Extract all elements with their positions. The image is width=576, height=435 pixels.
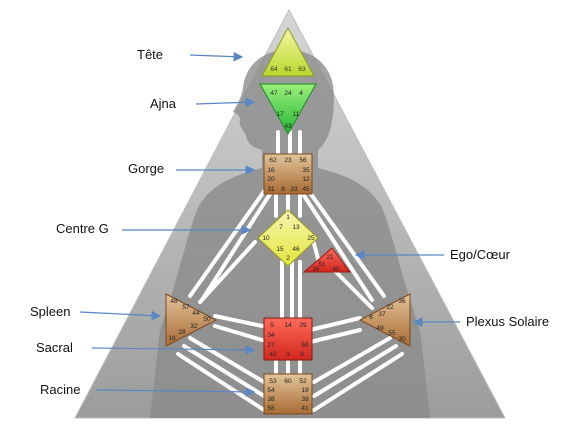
gate-53: 53 xyxy=(269,378,277,385)
ego-center: 21 51 26 40 xyxy=(302,247,351,273)
gate-56: 56 xyxy=(299,157,307,164)
gate-12: 12 xyxy=(302,176,310,183)
gate-35: 35 xyxy=(302,167,310,174)
gate-50: 50 xyxy=(203,316,211,323)
g-center: 1 7 13 10 25 15 46 2 xyxy=(257,209,319,267)
gate-33: 33 xyxy=(290,186,298,193)
arrow-spleen xyxy=(79,310,162,321)
gate-55: 55 xyxy=(388,330,396,337)
gate-6: 6 xyxy=(369,314,373,321)
gate-18: 18 xyxy=(168,335,176,342)
gate-14: 14 xyxy=(284,322,292,329)
gate-45: 45 xyxy=(302,186,310,193)
throat-center: 62 23 56 16 35 20 12 31 8 33 45 xyxy=(263,153,313,195)
head-center: 64 61 63 xyxy=(261,26,315,77)
gate-15: 15 xyxy=(276,246,284,253)
arrow-sacral xyxy=(91,345,256,355)
gate-59: 59 xyxy=(301,342,309,349)
gate-49: 49 xyxy=(376,325,384,332)
label-centre-g: Centre G xyxy=(56,221,109,236)
pointer-arrows xyxy=(79,51,460,397)
gate-8: 8 xyxy=(281,186,285,193)
arrow-racine xyxy=(95,387,256,397)
gate-5: 5 xyxy=(270,322,274,329)
gate-3: 3 xyxy=(286,351,290,358)
label-racine: Racine xyxy=(40,382,81,397)
gate-10: 10 xyxy=(262,235,270,242)
gate-40: 40 xyxy=(333,267,340,273)
channels xyxy=(176,130,404,412)
gate-46: 46 xyxy=(292,246,300,253)
gate-2: 2 xyxy=(286,255,290,262)
gate-62: 62 xyxy=(269,157,277,164)
gate-29: 29 xyxy=(299,322,307,329)
gate-43: 43 xyxy=(284,123,292,130)
gate-25: 25 xyxy=(307,235,315,242)
gate-54: 54 xyxy=(267,387,275,394)
solar-plexus-center: 36 22 6 37 49 55 30 xyxy=(358,293,411,347)
gate-31: 31 xyxy=(267,186,275,193)
gate-64: 64 xyxy=(270,66,278,73)
gate-52: 52 xyxy=(299,378,307,385)
ajna-center: 47 24 4 17 11 43 xyxy=(259,83,317,136)
gate-27: 27 xyxy=(267,342,275,349)
gate-4: 4 xyxy=(299,90,303,97)
gate-41: 41 xyxy=(301,405,309,412)
gate-51: 51 xyxy=(319,262,326,268)
gate-13: 13 xyxy=(292,224,300,231)
gate-34: 34 xyxy=(267,332,275,339)
label-spleen: Spleen xyxy=(30,304,71,319)
gate-36: 36 xyxy=(398,298,406,305)
gate-21: 21 xyxy=(327,255,334,261)
gate-61: 61 xyxy=(284,66,292,73)
sacral-center: 5 14 29 34 27 59 42 3 9 xyxy=(263,317,313,361)
gate-48: 48 xyxy=(170,298,178,305)
gate-47: 47 xyxy=(270,90,278,97)
label-ego: Ego/Cœur xyxy=(450,247,510,262)
gate-26: 26 xyxy=(313,267,320,273)
gate-7: 7 xyxy=(279,224,283,231)
gate-17: 17 xyxy=(276,111,284,118)
gate-1: 1 xyxy=(286,214,290,221)
gate-57: 57 xyxy=(182,304,190,311)
gate-19: 19 xyxy=(301,387,309,394)
gate-11: 11 xyxy=(293,111,300,118)
gate-60: 60 xyxy=(284,378,292,385)
gate-42: 42 xyxy=(269,351,277,358)
root-center: 53 60 52 54 19 38 39 58 41 xyxy=(263,373,313,415)
gate-24: 24 xyxy=(284,90,292,97)
gate-28: 28 xyxy=(178,329,186,336)
gate-38: 38 xyxy=(267,396,275,403)
label-gorge: Gorge xyxy=(128,161,165,176)
gate-63: 63 xyxy=(298,66,306,73)
label-plexus: Plexus Solaire xyxy=(466,314,550,329)
spleen-center: 48 57 44 50 32 28 18 xyxy=(165,293,218,347)
gate-39: 39 xyxy=(301,396,309,403)
gate-44: 44 xyxy=(192,310,200,317)
arrow-tete xyxy=(189,51,244,62)
label-sacral: Sacral xyxy=(36,340,73,355)
label-tete: Tête xyxy=(137,47,164,62)
gate-30: 30 xyxy=(398,336,406,343)
gate-37: 37 xyxy=(378,311,386,318)
gate-22: 22 xyxy=(386,304,394,311)
gate-20: 20 xyxy=(267,176,275,183)
gate-23: 23 xyxy=(284,157,292,164)
gate-16: 16 xyxy=(267,167,275,174)
gate-9: 9 xyxy=(300,351,304,358)
gate-32: 32 xyxy=(190,323,198,330)
arrow-ajna xyxy=(195,97,256,108)
label-ajna: Ajna xyxy=(150,96,177,111)
gate-58: 58 xyxy=(267,405,275,412)
